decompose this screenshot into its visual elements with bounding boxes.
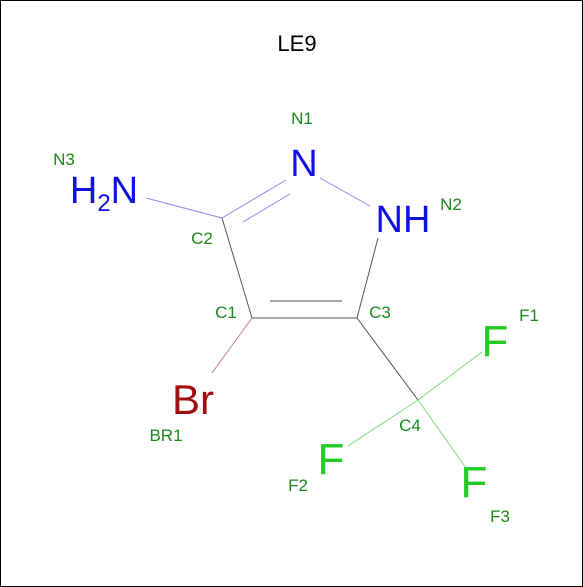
- atom-n3-symbol-h: H: [70, 170, 97, 212]
- atom-n3-label: N3: [53, 150, 75, 169]
- bond-c3-c4: [356, 317, 419, 401]
- atom-symbols: N NH H2N Br F F F: [70, 143, 509, 507]
- atom-f1-symbol: F: [482, 317, 509, 366]
- bonds: [145, 177, 483, 469]
- atom-n3-symbol: H2N: [70, 170, 138, 217]
- atom-f2-symbol: F: [318, 435, 345, 484]
- atom-c4-label: C4: [399, 416, 421, 435]
- bond-c1-c2: [221, 217, 253, 319]
- bond-c4-f2: [347, 399, 419, 447]
- atom-n1-symbol: N: [290, 143, 317, 185]
- atom-labels: N1 N2 N3 C1 C2 C3 C4 BR1 F1 F2 F3: [53, 109, 539, 526]
- bond-c2-n1-second: [242, 193, 291, 223]
- atom-n3-symbol-sub: 2: [97, 190, 110, 217]
- atom-n3-symbol-n: N: [111, 170, 138, 212]
- bond-c2-n1: [221, 179, 287, 219]
- atom-f1-label: F1: [519, 306, 539, 325]
- atom-c1-label: C1: [215, 303, 237, 322]
- atom-n2-symbol: NH: [376, 199, 431, 241]
- atom-f2-label: F2: [288, 476, 308, 495]
- atom-c3-label: C3: [369, 303, 391, 322]
- atom-n2-label: N2: [440, 195, 462, 214]
- bond-c4-f1: [417, 351, 483, 401]
- atom-f3-label: F3: [490, 507, 510, 526]
- bond-n1-n2: [319, 177, 371, 207]
- bond-n3-c2: [145, 197, 223, 219]
- bond-c1-br1: [211, 317, 253, 374]
- bond-n2-c3: [356, 237, 379, 319]
- bond-c4-f3: [417, 399, 467, 469]
- atom-n1-label: N1: [291, 109, 313, 128]
- atom-c2-label: C2: [191, 229, 213, 248]
- atom-f3-symbol: F: [461, 458, 488, 507]
- molecule-title: LE9: [277, 31, 316, 56]
- atom-br1-symbol: Br: [172, 376, 214, 423]
- atom-br1-label: BR1: [149, 426, 182, 445]
